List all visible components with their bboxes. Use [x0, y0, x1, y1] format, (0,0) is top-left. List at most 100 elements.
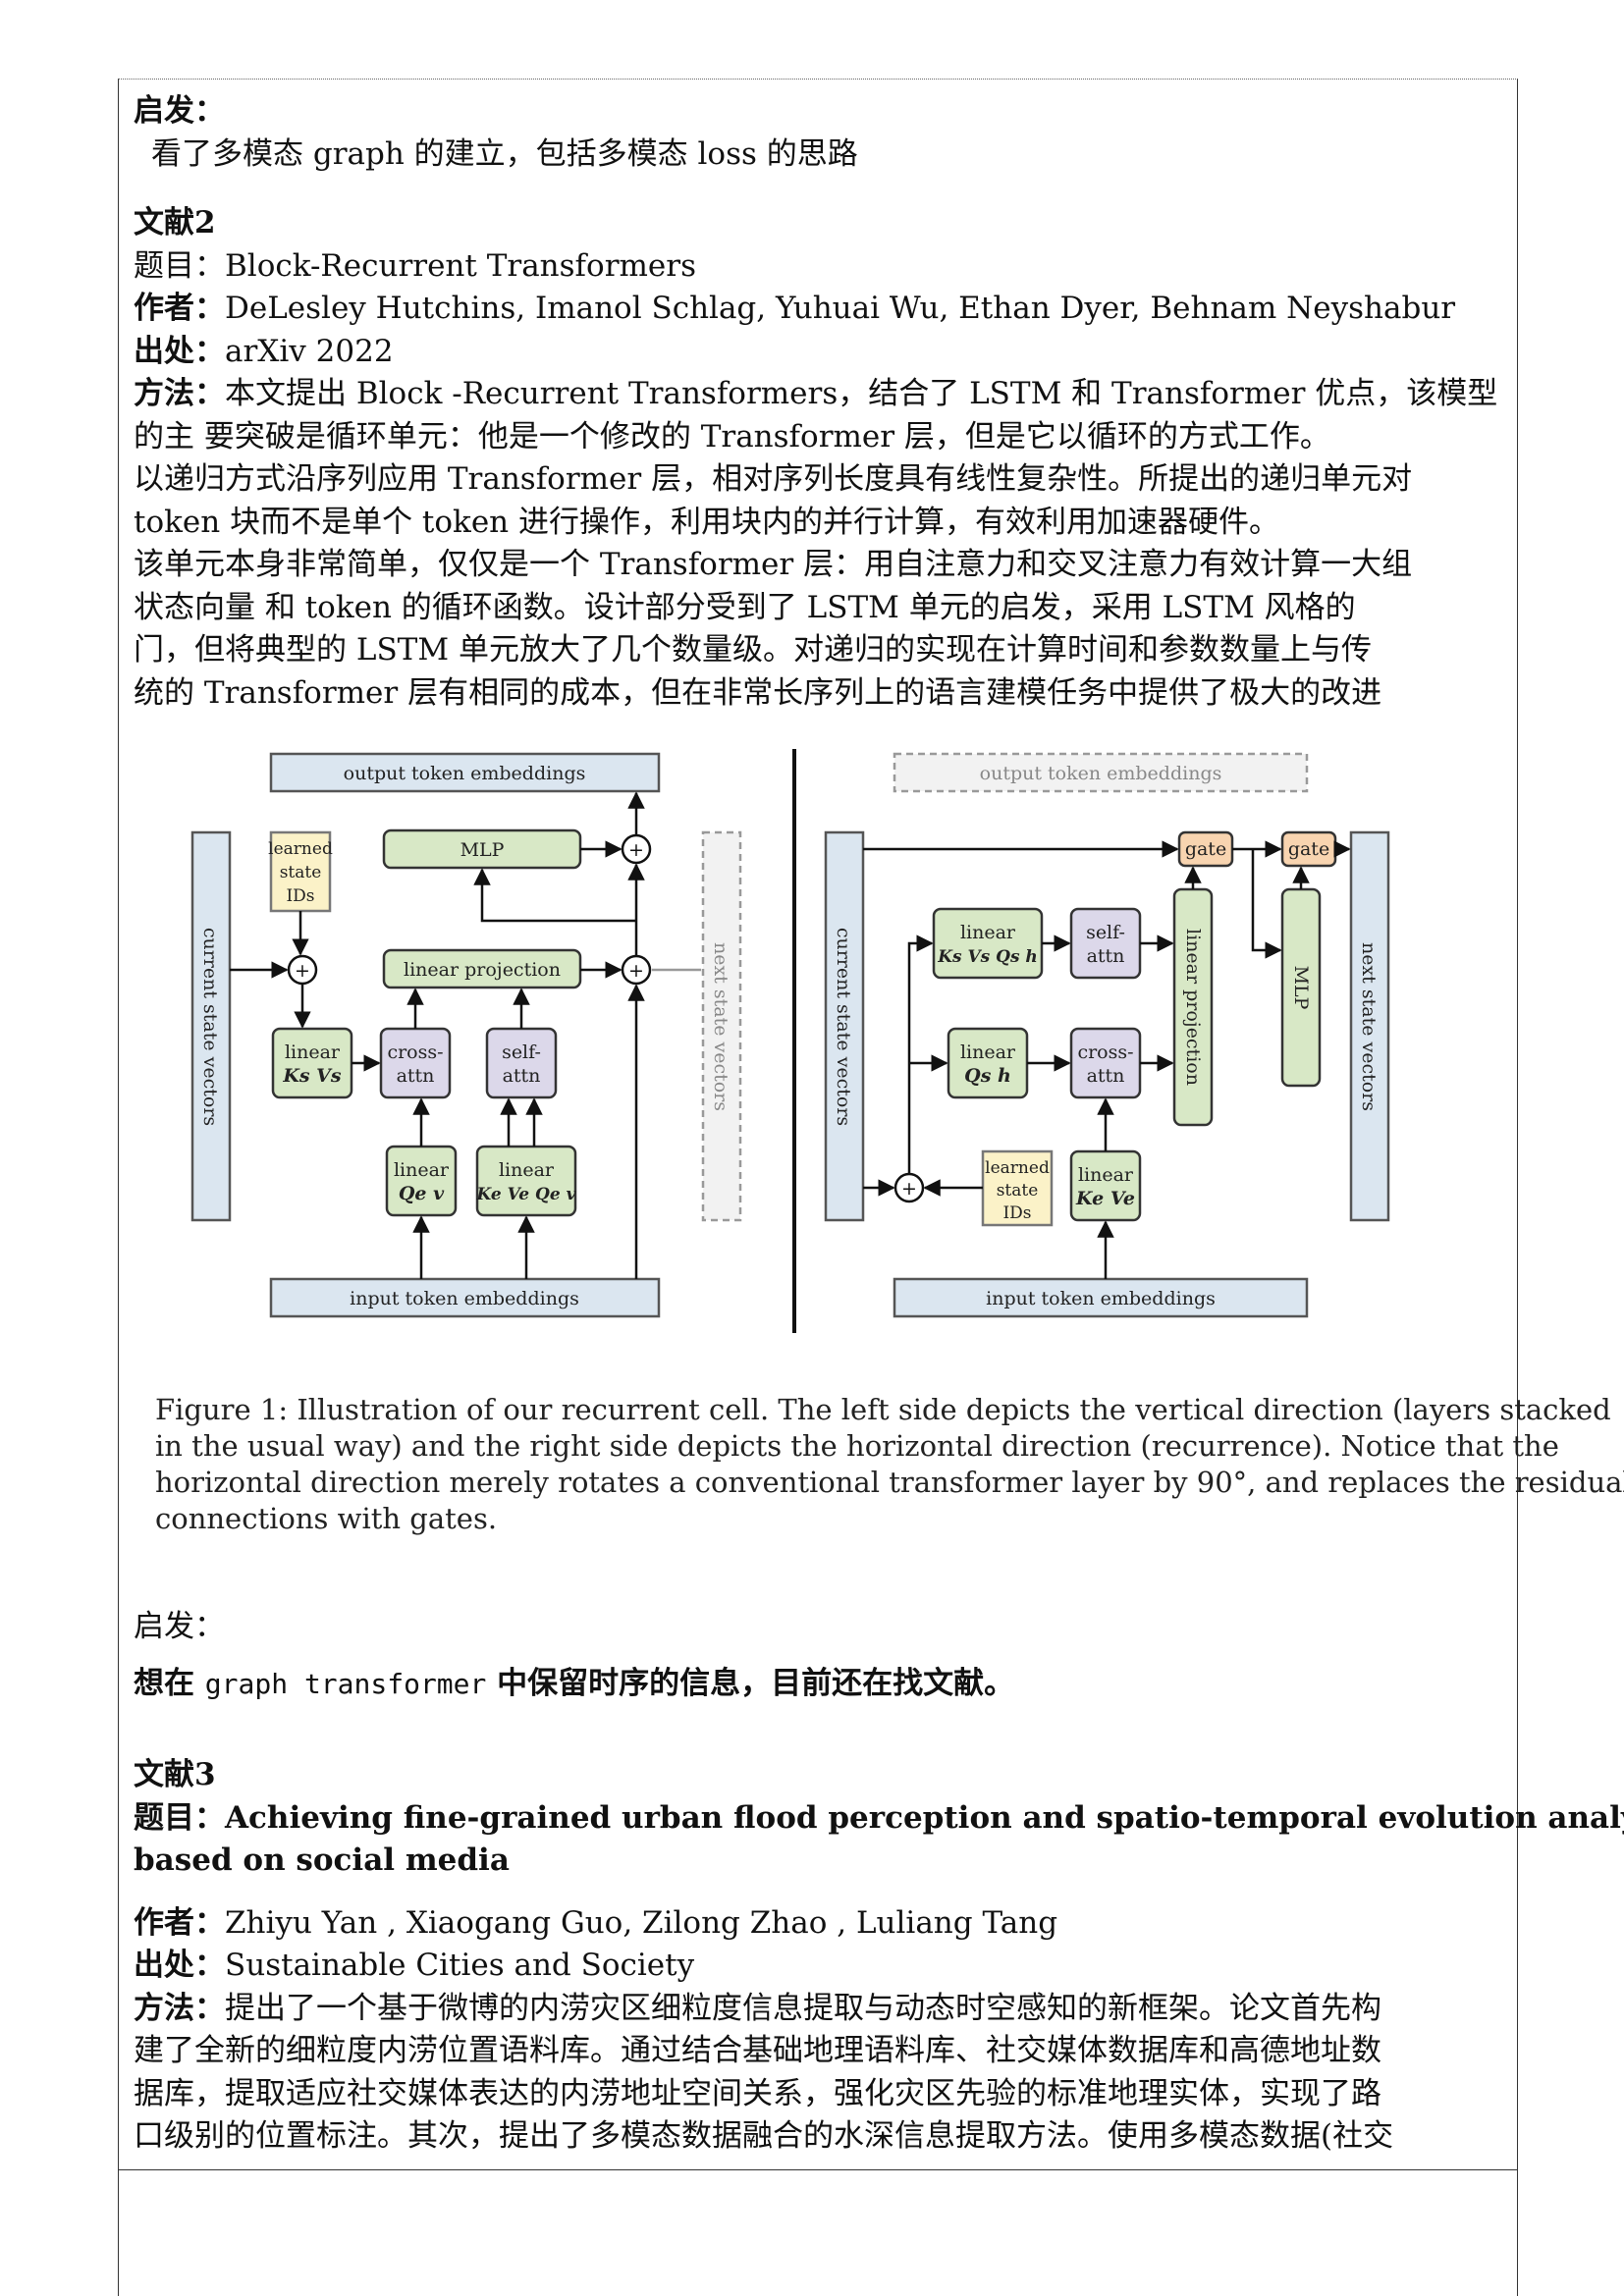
right-self-attn-line: self-: [1086, 922, 1125, 943]
right-gate-label: gate: [1185, 838, 1226, 860]
plus-sign: +: [628, 839, 644, 861]
authors-label: 作者：: [134, 1904, 225, 1941]
method-line: 统的 Transformer 层有相同的成本，但在非常长序列上的语言建模任务中提…: [134, 674, 1382, 711]
right-gate-label: gate: [1288, 838, 1329, 860]
paper-authors: Zhiyu Yan , Xiaogang Guo, Zilong Zhao , …: [225, 1904, 1058, 1941]
right-output-embeddings: [893, 752, 1309, 793]
paragraph: 看了多模态 graph 的建立，包括多模态 loss 的思路: [151, 135, 858, 172]
left-linear-ks: [271, 1027, 353, 1099]
left-current-state: [190, 830, 232, 1222]
method-line: 方法：本文提出 Block -Recurrent Transformers，结合…: [134, 373, 1503, 416]
title-label: 题目：: [134, 1799, 225, 1836]
title-row: 题目：Achieving fine-grained urban flood pe…: [134, 1797, 1624, 1841]
method-line: 门，但将典型的 LSTM 单元放大了几个数量级。对递归的实现在计算时间和参数数量…: [134, 632, 1372, 667]
reference-heading: 文献3: [134, 1757, 216, 1792]
left-next-label: next state vectors: [710, 942, 731, 1111]
right-linear-qs-line: linear: [960, 1041, 1016, 1063]
right-linear-line: Ks Vs Qs h: [937, 947, 1038, 967]
right-cross-attn-line: attn: [1087, 1065, 1125, 1087]
inspiration-code: graph transformer: [204, 1667, 487, 1700]
method-line: 据库，提取适应社交媒体表达的内涝地址空间关系，强化灾区先验的标准地理实体，实现了…: [134, 2075, 1381, 2111]
left-input-label: input token embeddings: [350, 1288, 579, 1309]
inspiration-pre: 想在: [134, 1665, 205, 1701]
method-line: 建了全新的细粒度内涝位置语料库。通过结合基础地理语料库、社交媒体数据库和高德地址…: [134, 2033, 1381, 2068]
right-self-attn-line: attn: [1087, 945, 1125, 967]
left-learned-line: learned: [268, 839, 333, 859]
source-row: 出处：Sustainable Cities and Society: [134, 1945, 1503, 1988]
source-label: 出处：: [134, 333, 225, 369]
right-learned-line: learned: [985, 1158, 1050, 1178]
left-linear-qe-line: Qe v: [399, 1183, 445, 1204]
reference-heading: 文献2: [134, 205, 216, 240]
paper-source: Sustainable Cities and Society: [225, 1948, 695, 1983]
plus-sign: +: [295, 960, 310, 982]
right-mlp-label: MLP: [1290, 966, 1312, 1010]
left-learned-line: IDs: [286, 886, 314, 906]
source-label: 出处：: [134, 1948, 225, 1983]
right-learned-line: state: [997, 1181, 1039, 1201]
method-text: 本文提出 Block -Recurrent Transformers，结合了 L…: [225, 376, 1498, 411]
right-next-state: [1349, 830, 1390, 1222]
method-line: 该单元本身非常简单，仅仅是一个 Transformer 层：用自注意力和交叉注意…: [134, 547, 1413, 582]
method-label: 方法：: [134, 376, 225, 411]
method-line: 口级别的位置标注。其次，提出了多模态数据融合的水深信息提取方法。使用多模态数据(…: [134, 2118, 1394, 2154]
arrow: [907, 934, 934, 1174]
title-label: 题目：: [134, 247, 225, 284]
left-cross-attn-line: cross-: [387, 1041, 443, 1063]
arrow: [1251, 849, 1282, 959]
right-output-label: output token embeddings: [980, 763, 1222, 784]
method-label: 方法：: [134, 1990, 225, 2026]
plus-sign: +: [628, 960, 644, 982]
method-line: 状态向量 和 token 的循环函数。设计部分受到了 LSTM 单元的启发，采用…: [134, 589, 1356, 625]
left-self-attn-line: self-: [502, 1041, 541, 1063]
left-cross-attn: [379, 1027, 452, 1099]
method-line: 以递归方式沿序列应用 Transformer 层，相对序列长度具有线性复杂性。所…: [134, 461, 1413, 497]
right-linear-ke-line: linear: [1078, 1164, 1134, 1186]
left-input-embeddings: [269, 1277, 661, 1318]
left-linear-ks-line: linear: [285, 1041, 341, 1063]
right-linear-qs-line: Qs h: [964, 1065, 1011, 1087]
page-frame-bottom: [118, 2169, 1518, 2170]
paper-source: arXiv 2022: [225, 333, 394, 369]
right-linear-line: linear: [960, 922, 1016, 943]
left-linear-ke-line: linear: [499, 1159, 555, 1181]
left-linear-ks-line: Ks Vs: [282, 1065, 342, 1087]
inspiration-text: 想在 graph transformer 中保留时序的信息，目前还在找文献。: [134, 1663, 1503, 1706]
right-learned-ids: [981, 1149, 1054, 1227]
left-output-label: output token embeddings: [344, 763, 586, 784]
figure-caption: horizontal direction merely rotates a co…: [155, 1466, 1624, 1499]
arrow: [473, 868, 636, 923]
left-self-attn: [485, 1027, 558, 1099]
left-output-embeddings: [269, 752, 661, 793]
figure-caption: connections with gates.: [155, 1502, 498, 1535]
inspiration-heading: 启发：: [134, 1609, 225, 1644]
right-self-attn: [1069, 907, 1142, 980]
figure-caption: Figure 1: Illustration of our recurrent …: [155, 1393, 1611, 1426]
figure-caption: in the usual way) and the right side dep…: [155, 1429, 1559, 1463]
left-self-attn-line: attn: [503, 1065, 541, 1087]
left-linear-ke-line: Ke Ve Qe v: [476, 1185, 577, 1204]
plus-sign: +: [901, 1178, 917, 1200]
inspiration-post: 中保留时序的信息，目前还在找文献。: [486, 1665, 1015, 1701]
right-current-label: current state vectors: [833, 928, 854, 1126]
recurrent-cell-figure: output token embeddings input token embe…: [134, 744, 1503, 1392]
right-next-label: next state vectors: [1358, 942, 1380, 1111]
section-heading: 启发：: [134, 93, 225, 129]
paper-authors: DeLesley Hutchins, Imanol Schlag, Yuhuai…: [225, 291, 1456, 326]
right-current-state: [824, 830, 865, 1222]
left-cross-attn-line: attn: [397, 1065, 435, 1087]
authors-label: 作者：: [134, 291, 225, 326]
paper-title: Block-Recurrent Transformers: [225, 247, 696, 284]
left-linear-qe-line: linear: [394, 1159, 450, 1181]
left-linproj-label: linear projection: [404, 959, 561, 981]
right-cross-attn-line: cross-: [1077, 1041, 1133, 1063]
figure-diagram: output token embeddings input token embe…: [190, 749, 1390, 1333]
left-current-label: current state vectors: [199, 928, 221, 1126]
right-linear-qs: [947, 1027, 1029, 1099]
title-row-cont: based on social media: [134, 1842, 510, 1878]
method-line: token 块而不是单个 token 进行操作，利用块内的并行计算，有效利用加速…: [134, 504, 1279, 540]
right-linear-ke-line: Ke Ve: [1075, 1188, 1135, 1209]
left-linear-ke: [475, 1145, 577, 1217]
authors-row: 作者：DeLesley Hutchins, Imanol Schlag, Yuh…: [134, 288, 1503, 331]
right-input-embeddings: [893, 1277, 1309, 1318]
